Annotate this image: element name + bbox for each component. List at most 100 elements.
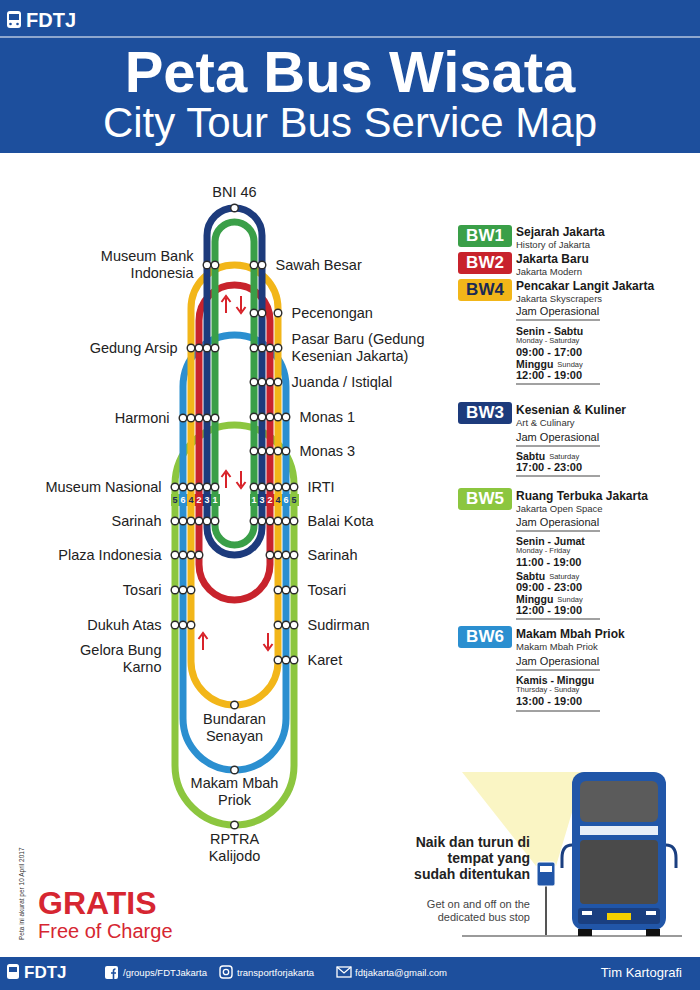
legend-text: Senin - Jumat [516,535,585,548]
legend-text: Thursday - Sunday [516,686,579,694]
legend-text: Minggu [516,358,553,371]
stop-dot [258,517,266,525]
legend-text: Kesenian & Kuliner [516,403,626,417]
stop-dot [211,344,219,352]
map-title: Peta Bus Wisata [0,40,700,104]
legend-text: 17:00 - 23:00 [516,461,582,474]
stop-dot [250,309,258,317]
stop-dot [274,621,282,629]
stop-dot [282,656,290,664]
route-code: BW3 [458,402,512,424]
date-note: Peta ini akurat per 10 April 2017 [18,847,26,940]
route-swatch: BW1 [458,225,512,247]
legend-text: Ruang Terbuka Jakarta [516,489,648,503]
route-loop [215,222,254,545]
route-loop [175,425,294,825]
route-number: 1 [211,494,220,506]
free-badge: GRATIS [38,887,157,919]
stop-dot [282,447,290,455]
stop-dot [290,483,298,491]
stop-dot [274,551,282,559]
stop-dot [179,517,187,525]
stop-dot [274,483,282,491]
stop-dot [171,517,179,525]
stop-dot [179,586,187,594]
bus-stop-sign [537,862,555,935]
stop-dot [274,378,282,386]
legend-text: Senin - Sabtu [516,325,583,338]
legend-text: 11:00 - 19:00 [516,556,581,569]
header-band [0,0,700,153]
stop-dot [179,551,187,559]
email-address: fdtjakarta@gmail.com [355,967,447,978]
stop-dot [282,621,290,629]
stop-dot [274,586,282,594]
legend-text: 09:00 - 17:00 [516,346,582,359]
stop-dot [187,551,195,559]
brand-name: FDTJ [24,963,67,983]
station-name: Pecenongan [292,305,373,322]
legend-text: Minggu [516,593,553,606]
station-name: Karet [308,652,343,669]
station-name: Monas 1 [300,409,356,426]
route-code: BW4 [458,279,512,301]
stop-dot [258,378,266,386]
instagram-icon [220,966,232,978]
stop-dot [187,344,195,352]
stop-dot [187,621,195,629]
legend-text: Makam Mbah Priok [516,641,598,652]
legend-text: Jakarta Skyscrapers [516,293,602,304]
stop-dot [250,413,258,421]
station-name: Sarinah [308,547,358,564]
footer-band [0,957,700,990]
stop-note-english: Get on and off on the dedicated bus stop [412,898,530,924]
stop-dot [250,447,258,455]
legend-text: Kamis - Minggu [516,674,594,687]
stop-dot [179,483,187,491]
legend-text: Jam Operasional [516,305,599,318]
station-name: Tosari [308,582,347,599]
legend-text: Sejarah Jakarta [516,225,605,239]
legend-text: Saturday [549,453,579,461]
stop-dot [290,621,298,629]
legend-text: Monday - Friday [516,547,570,555]
route-swatch: BW3 [458,402,512,424]
legend-text: Sabtu [516,450,545,463]
stop-dot [282,551,290,559]
route-code: BW2 [458,252,512,274]
map-subtitle: City Tour Bus Service Map [0,100,700,146]
stop-dot [211,261,219,269]
stop-dot [258,309,266,317]
stop-dot [171,551,179,559]
stop-dot [258,413,266,421]
legend-text: Jakarta Modern [516,266,582,277]
stop-dot [258,483,266,491]
stop-dot [179,414,187,422]
station-name: Monas 3 [300,443,356,460]
station-name: Museum Bank Indonesia [54,248,194,281]
legend-text: 13:00 - 19:00 [516,695,582,708]
bus-icon [7,964,19,979]
bus-icon [7,11,21,28]
stop-dot [203,517,211,525]
stop-dot [274,309,282,317]
station-name: Harmoni [115,410,170,427]
stop-dot [250,517,258,525]
stop-dot [282,483,290,491]
stop-dot [258,261,266,269]
station-name: Museum Nasional [45,479,161,496]
stop-dot [258,447,266,455]
route-number: 5 [290,494,299,506]
legend-text: Art & Culinary [516,417,575,428]
stop-dot [171,483,179,491]
station-name: RPTRA Kalijodo [190,831,280,864]
stop-dot [187,483,195,491]
route-code: BW6 [458,626,512,648]
legend-text: History of Jakarta [516,239,590,250]
stop-dot [195,483,203,491]
route-code: BW5 [458,488,512,510]
stop-dot [266,483,274,491]
station-name: Dukuh Atas [87,617,161,634]
legend-text: Jam Operasional [516,516,599,529]
